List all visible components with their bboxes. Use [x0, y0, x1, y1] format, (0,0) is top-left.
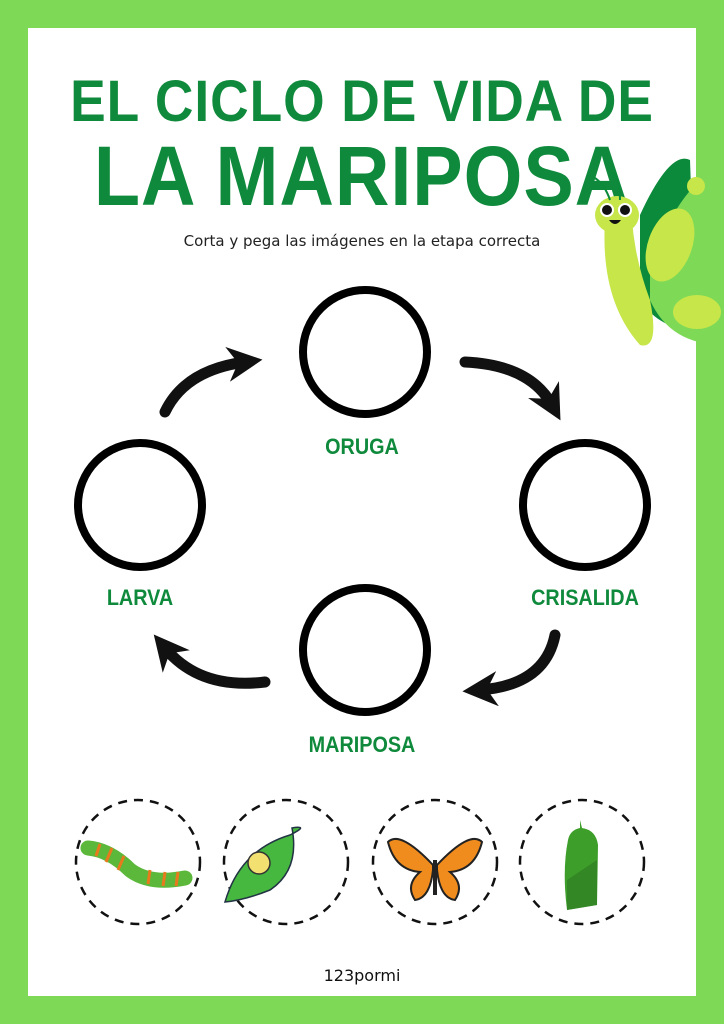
brand-logo: 123pormi	[323, 966, 401, 985]
title-line-1: EL CICLO DE VIDA DE	[70, 69, 654, 134]
stage-circle-larva	[74, 439, 206, 571]
butterfly-icon	[386, 837, 484, 902]
cutout-circle	[371, 798, 499, 926]
stage-label-oruga: ORUGA	[325, 434, 399, 459]
stage-circle-mariposa	[299, 584, 431, 716]
stage-label-larva: LARVA	[106, 585, 174, 610]
arrow-icon	[459, 356, 561, 421]
cutout-circle	[222, 798, 350, 926]
butterfly-mascot-icon	[594, 158, 724, 346]
stage-circle-crisalida	[519, 439, 651, 571]
arrow-icon	[462, 629, 561, 707]
arrow-icon	[159, 346, 263, 418]
cutout-circle	[74, 798, 202, 926]
stage-label-crisalida: CRISALIDA	[531, 585, 639, 610]
instructions: Corta y pega las imágenes en la etapa co…	[183, 232, 541, 250]
stage-circle-oruga	[299, 286, 431, 418]
arrow-icon	[153, 634, 271, 689]
cutout-circle	[518, 798, 646, 926]
chrysalis-icon	[564, 820, 598, 910]
egg-on-leaf-icon	[223, 826, 302, 903]
caterpillar-icon	[80, 840, 193, 888]
stage-label-mariposa: MARIPOSA	[308, 732, 416, 757]
title-line-2: LA MARIPOSA	[93, 129, 631, 223]
